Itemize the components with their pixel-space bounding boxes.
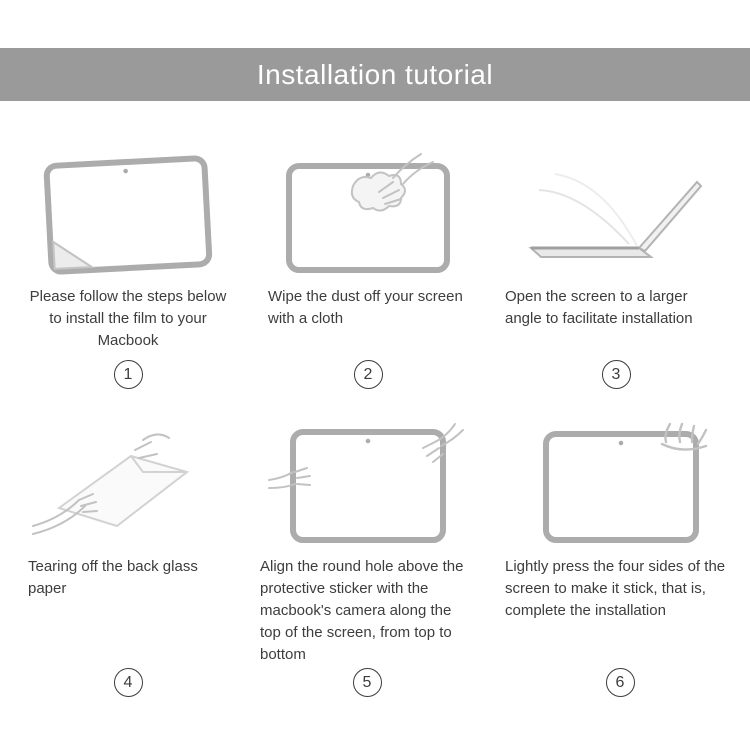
press-screen-edges-hand-icon: [543, 422, 708, 543]
step-2: Wipe the dust off your screen with a clo…: [268, 148, 468, 389]
step-3-illustration-wrap: [505, 148, 727, 280]
screen-film-peel-corner-icon: [43, 155, 212, 275]
step-3-number-badge: 3: [601, 360, 631, 389]
wipe-screen-with-cloth-icon: [285, 153, 450, 273]
step-5: Align the round hole above the protectiv…: [260, 418, 474, 697]
step-5-number-badge: 5: [352, 668, 382, 697]
step-4-number-badge: 4: [113, 668, 143, 697]
step-1-illustration-wrap: [28, 148, 228, 280]
step-5-illustration-wrap: [260, 418, 474, 550]
step-4-illustration-wrap: [28, 418, 228, 550]
align-camera-hole-hands-icon: [268, 423, 464, 543]
step-6-number-badge: 6: [605, 668, 635, 697]
step-2-caption: Wipe the dust off your screen with a clo…: [268, 288, 463, 327]
step-1-number-badge: 1: [113, 360, 143, 389]
step-6-illustration-wrap: [505, 418, 735, 550]
step-5-caption: Align the round hole above the protectiv…: [260, 558, 464, 663]
step-6: Lightly press the four sides of the scre…: [505, 418, 735, 697]
step-1-caption: Please follow the steps below to install…: [29, 288, 227, 349]
step-2-number-badge: 2: [353, 360, 383, 389]
header-banner: Installation tutorial: [0, 48, 750, 101]
step-2-illustration-wrap: [268, 148, 468, 280]
step-1: Please follow the steps below to install…: [28, 148, 228, 389]
tearing-back-paper-icon: [31, 433, 189, 535]
step-3-caption: Open the screen to a larger angle to fac…: [505, 288, 693, 327]
open-laptop-wide-angle-icon: [528, 173, 703, 258]
step-3: Open the screen to a larger angle to fac…: [505, 148, 727, 389]
page-title: Installation tutorial: [256, 59, 494, 90]
step-4: Tearing off the back glass paper 4: [28, 418, 228, 697]
step-6-caption: Lightly press the four sides of the scre…: [505, 558, 726, 619]
step-4-caption: Tearing off the back glass paper: [28, 558, 198, 597]
